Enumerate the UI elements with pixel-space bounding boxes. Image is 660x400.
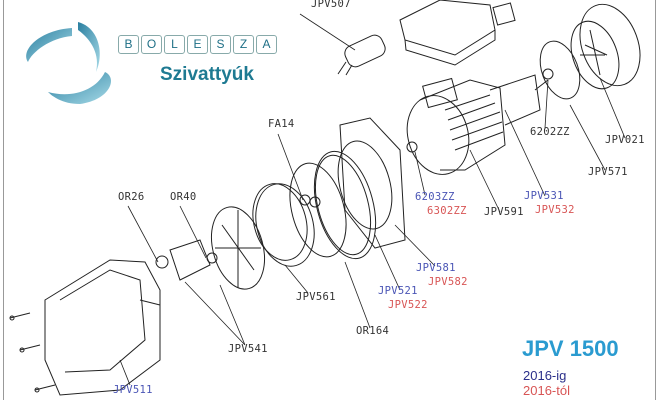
part-label-jpv507: JPV507 (311, 0, 351, 10)
oring-or164 (313, 150, 377, 260)
part-label-6203zz: 6203ZZ (415, 191, 455, 203)
brand-subtitle: Szivattyúk (160, 64, 254, 85)
part-label-jpv561: JPV561 (296, 291, 336, 303)
brand-letter: A (256, 35, 277, 54)
part-label-jpv571: JPV571 (588, 166, 628, 178)
leader-lines (119, 13, 626, 386)
bolts (9, 312, 56, 393)
part-label-6302zz: 6302ZZ (427, 205, 467, 217)
part-label-or164: OR164 (356, 325, 390, 337)
part-label-jpv021: JPV021 (605, 134, 645, 146)
brand-letter: E (187, 35, 208, 54)
diffuser-gasket (289, 162, 347, 258)
fan-cover (570, 3, 641, 90)
bolesza-logo-icon (26, 22, 112, 104)
frame-border-left (3, 0, 4, 400)
brand-letter: Z (233, 35, 254, 54)
part-label-jpv591: JPV591 (484, 206, 524, 218)
part-label-or26: OR26 (118, 191, 145, 203)
diffuser (211, 206, 265, 290)
part-label-6202zz: 6202ZZ (530, 126, 570, 138)
part-label-jpv531: JPV531 (524, 190, 564, 202)
brand-letter: B (118, 35, 139, 54)
brand-name: B O L E S Z A (118, 35, 277, 54)
part-label-jpv541: JPV541 (228, 343, 268, 355)
motor-body (406, 74, 549, 175)
part-label-fa14: FA14 (268, 118, 295, 130)
part-label-jpv581: JPV581 (416, 262, 456, 274)
part-label-jpv582: JPV582 (428, 276, 468, 288)
brand-letter: O (141, 35, 162, 54)
pump-housing (44, 259, 161, 396)
part-label-jpv522: JPV522 (388, 299, 428, 311)
fan (539, 40, 581, 100)
part-label-jpv521: JPV521 (378, 285, 418, 297)
part-label-jpv511: JPV511 (113, 384, 153, 396)
part-label-jpv532: JPV532 (535, 204, 575, 216)
capacitor (337, 34, 386, 76)
legend-from-2016: 2016-tól (523, 383, 570, 398)
impeller (252, 183, 321, 267)
model-title: JPV 1500 (522, 336, 619, 361)
part-label-or40: OR40 (170, 191, 197, 203)
legend-until-2016: 2016-ig (523, 368, 567, 383)
ejector (155, 239, 218, 281)
frame-border-right (655, 0, 656, 400)
brand-letter: S (210, 35, 231, 54)
terminal-box-cover (399, 0, 516, 66)
brand-letter: L (164, 35, 185, 54)
